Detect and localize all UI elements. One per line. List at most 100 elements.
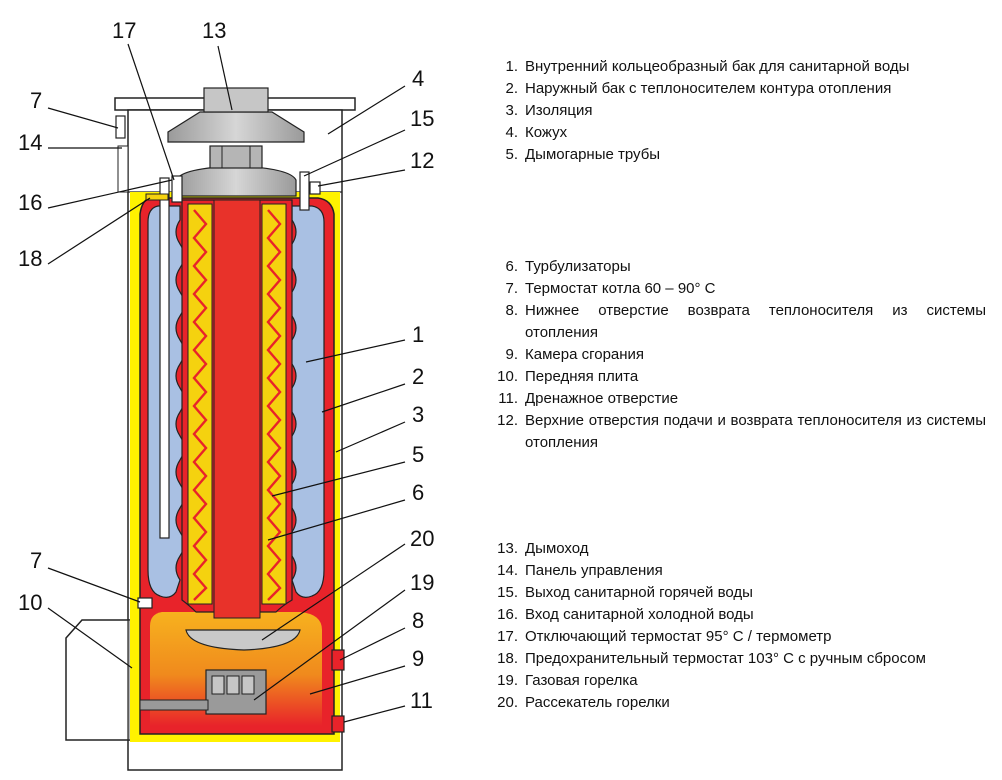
thermostat-sensor-left	[171, 175, 183, 203]
legend-text: Термостат котла 60 – 90° С	[525, 280, 716, 297]
legend-text: Турбулизаторы	[525, 258, 631, 275]
flue-tubes	[181, 199, 293, 619]
callout-16: 16	[18, 190, 42, 215]
legend-number: 14.	[497, 562, 518, 579]
legend-text: Рассекатель горелки	[525, 694, 670, 711]
callout-15: 15	[410, 106, 434, 131]
legend-group-3: 13. Дымоход 14. Панель управления 15. Вы…	[486, 538, 986, 714]
legend-item: 17. Отключающий термостат 95° С / термом…	[486, 626, 986, 648]
boiler-thermostat-lower	[137, 597, 153, 609]
legend-item: 15. Выход санитарной горячей воды	[486, 582, 986, 604]
callout-13: 13	[202, 18, 226, 43]
callout-2: 2	[412, 364, 424, 389]
legend-text: Панель управления	[525, 562, 663, 579]
callout-17: 17	[112, 18, 136, 43]
legend-number: 7.	[505, 280, 518, 297]
drain-connection	[331, 715, 345, 733]
legend-number: 5.	[505, 146, 518, 163]
legend-text: Камера сгорания	[525, 346, 645, 363]
legend-text: Изоляция	[525, 102, 593, 119]
legend-text: Газовая горелка	[525, 672, 638, 689]
legend-item: 2. Наружный бак с теплоносителем контура…	[486, 78, 986, 100]
callout-9: 9	[412, 646, 424, 671]
callout-6: 6	[412, 480, 424, 505]
boiler-cross-section-diagram: 13 17 4 7 15 14 12 16 18 1 2 3 5 6 20 7 …	[18, 18, 434, 771]
turbulator-zigzag-left	[192, 209, 208, 601]
central-flue-tube	[213, 199, 261, 619]
legend-text: Дренажное отверстие	[525, 390, 679, 407]
legend-item: 5. Дымогарные трубы	[486, 144, 986, 166]
callout-18: 18	[18, 246, 42, 271]
callout-5: 5	[412, 442, 424, 467]
legend-number: 6.	[505, 258, 518, 275]
callout-20: 20	[410, 526, 434, 551]
cold-water-inlet-pipe	[159, 177, 170, 539]
callout-14: 14	[18, 130, 42, 155]
legend-item: 7. Термостат котла 60 – 90° С	[486, 278, 986, 300]
legend-item: 20. Рассекатель горелки	[486, 692, 986, 714]
legend-number: 1.	[505, 58, 518, 75]
legend-number: 19.	[497, 672, 518, 689]
callout-1: 1	[412, 322, 424, 347]
legend-text: Выход санитарной горячей воды	[525, 584, 753, 601]
legend-item: 4. Кожух	[486, 122, 986, 144]
legend-text: Дымоход	[525, 540, 589, 557]
legend-item: 19. Газовая горелка	[486, 670, 986, 692]
legend-text: Отключающий термостат 95° С / термометр	[525, 628, 832, 645]
legend-number: 9.	[505, 346, 518, 363]
callout-11: 11	[410, 688, 433, 713]
legend-item: 1. Внутренний кольцеобразный бак для сан…	[486, 56, 986, 78]
legend-item: 11. Дренажное отверстие	[486, 388, 986, 410]
turbulator-right	[261, 203, 287, 605]
front-plate	[65, 619, 141, 741]
legend-item: 13. Дымоход	[486, 538, 986, 560]
leader-lines	[47, 43, 406, 723]
legend-item: 6. Турбулизаторы	[486, 256, 986, 278]
safety-thermostat	[145, 193, 169, 201]
legend-number: 20.	[497, 694, 518, 711]
legend-text: Кожух	[525, 124, 568, 141]
callout-7-top: 7	[30, 88, 42, 113]
legend-number: 15.	[497, 584, 518, 601]
legend-text: Нижнее отверстие возврата теплоносителя …	[525, 302, 986, 341]
callout-labels: 13 17 4 7 15 14 12 16 18 1 2 3 5 6 20 7 …	[18, 18, 434, 713]
chimney	[167, 87, 305, 197]
legend-number: 8.	[505, 302, 518, 319]
callout-3: 3	[412, 402, 424, 427]
legend-text: Предохранительный термостат 103° С с руч…	[525, 650, 926, 667]
legend-text: Дымогарные трубы	[525, 146, 661, 163]
legend-text: Внутренний кольцеобразный бак для санита…	[525, 58, 910, 75]
legend-item: 16. Вход санитарной холодной воды	[486, 604, 986, 626]
callout-10: 10	[18, 590, 42, 615]
burner-splitter	[185, 629, 301, 651]
legend-text: Передняя плита	[525, 368, 639, 385]
legend-number: 10.	[497, 368, 518, 385]
legend-number: 13.	[497, 540, 518, 557]
legend-number: 3.	[505, 102, 518, 119]
legend-item: 10. Передняя плита	[486, 366, 986, 388]
legend-item: 8. Нижнее отверстие возврата теплоносите…	[486, 300, 986, 344]
legend-text: Наружный бак с теплоносителем контура от…	[525, 80, 892, 97]
legend-item: 9. Камера сгорания	[486, 344, 986, 366]
legend-number: 12.	[497, 412, 518, 429]
legend-number: 17.	[497, 628, 518, 645]
legend-text: Верхние отверстия подачи и возврата тепл…	[525, 412, 986, 451]
callout-4: 4	[412, 66, 424, 91]
legend-item: 18. Предохранительный термостат 103° С с…	[486, 648, 986, 670]
legend-number: 4.	[505, 124, 518, 141]
callout-19: 19	[410, 570, 434, 595]
callout-12: 12	[410, 148, 434, 173]
hot-water-outlet-pipe	[299, 171, 310, 211]
legend-number: 11.	[498, 390, 518, 407]
turbulator-zigzag-right	[266, 209, 282, 601]
legend-group-2: 6. Турбулизаторы 7. Термостат котла 60 –…	[486, 256, 986, 454]
callout-8: 8	[412, 608, 424, 633]
legend-item: 12. Верхние отверстия подачи и возврата …	[486, 410, 986, 454]
legend-number: 18.	[497, 650, 518, 667]
legend-number: 2.	[505, 80, 518, 97]
legend-text: Вход санитарной холодной воды	[525, 606, 754, 623]
legend-item: 3. Изоляция	[486, 100, 986, 122]
callout-7-bottom: 7	[30, 548, 42, 573]
heating-outlet-connection	[309, 181, 321, 195]
legend-number: 16.	[497, 606, 518, 623]
